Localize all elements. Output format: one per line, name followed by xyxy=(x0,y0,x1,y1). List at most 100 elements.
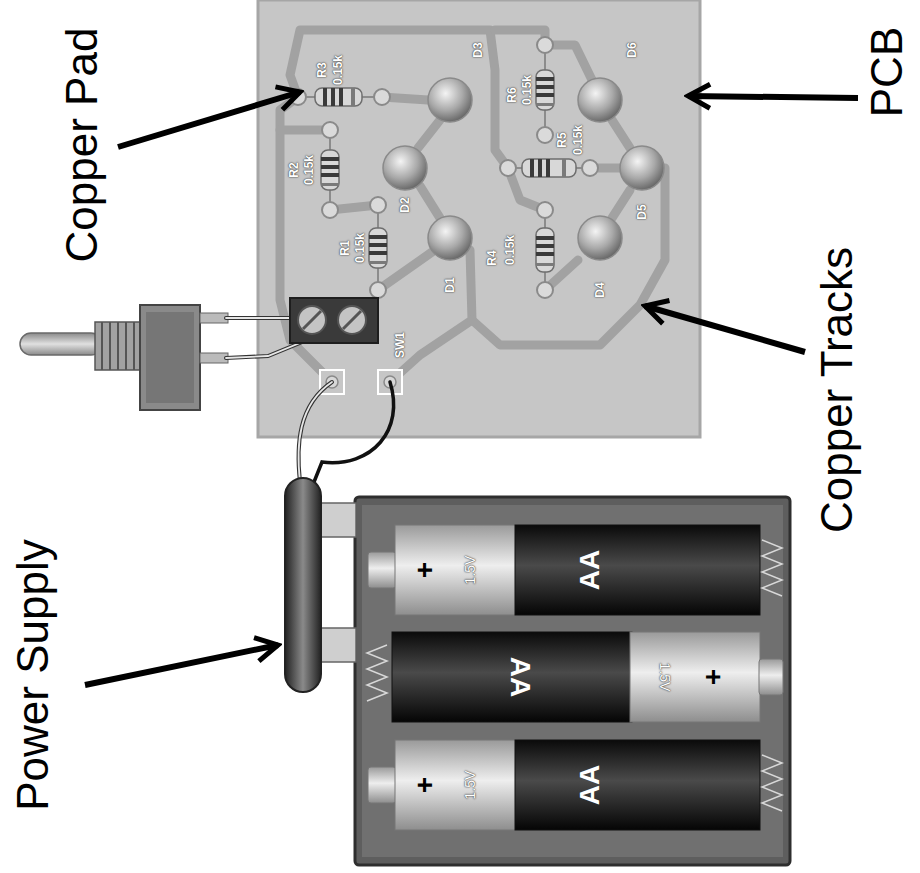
battery-wrap xyxy=(515,525,760,615)
copper-pad xyxy=(537,282,553,298)
copper-pad xyxy=(500,160,516,176)
leader-arrow xyxy=(85,645,278,685)
callout-arrows xyxy=(85,92,858,685)
resistor-band xyxy=(536,244,554,248)
thread-line xyxy=(109,322,111,370)
leader-arrow xyxy=(688,96,858,98)
silkscreen-label: R1 xyxy=(339,240,351,255)
copper-pads xyxy=(290,37,598,298)
resistor-symbol xyxy=(315,88,362,106)
battery-wrap xyxy=(395,525,517,615)
copper-track xyxy=(390,250,472,382)
resistor-band xyxy=(369,261,387,264)
switch-base-face xyxy=(146,312,194,403)
resistor-bands xyxy=(321,77,566,266)
copper-tracks xyxy=(280,30,665,382)
resistor-band xyxy=(321,183,339,186)
battery-label: 1.5V xyxy=(463,771,477,800)
copper-pad xyxy=(370,197,386,213)
switch-bushing xyxy=(95,322,140,370)
battery-cell xyxy=(367,632,783,722)
silkscreen-label: SW1 xyxy=(394,332,406,358)
silkscreen-label: D3 xyxy=(472,42,484,57)
battery-label: 1.5V xyxy=(658,663,672,692)
silkscreen-label: 0.15k xyxy=(504,235,516,265)
resistor-band xyxy=(536,236,554,240)
battery-label: + xyxy=(411,777,439,793)
battery-wrap xyxy=(630,632,760,722)
battery-label: AA xyxy=(576,550,604,590)
callout-label: Copper Pad xyxy=(60,28,104,263)
silkscreen-label: R6 xyxy=(506,87,518,102)
led-symbol xyxy=(620,146,664,190)
led-symbol xyxy=(428,78,472,122)
resistor-band xyxy=(321,173,339,177)
callout-label: Power Supply xyxy=(11,539,55,810)
wire xyxy=(299,382,332,482)
battery-cell xyxy=(368,740,782,830)
copper-track xyxy=(472,168,665,345)
resistor-band xyxy=(331,88,335,106)
resistor-band xyxy=(546,159,550,177)
copper-track xyxy=(612,120,630,148)
battery-wrap xyxy=(392,632,632,722)
battery-cell: AA1.5V+ xyxy=(365,632,780,722)
terminal-screw xyxy=(338,306,366,334)
resistor-leads xyxy=(298,45,590,290)
leader-arrow xyxy=(118,92,300,147)
silkscreen-label: R2 xyxy=(288,162,300,177)
battery-spring xyxy=(762,755,782,811)
wire xyxy=(314,382,394,482)
resistor-band xyxy=(562,159,566,177)
resistor-band xyxy=(530,159,534,177)
silkscreen-label: 0.15k xyxy=(572,125,584,155)
switch-base xyxy=(140,305,200,410)
battery-label: 1.5V xyxy=(463,556,477,585)
resistor-band xyxy=(369,243,387,247)
silkscreen-label: D6 xyxy=(626,42,638,57)
silkscreen-label: R5 xyxy=(556,132,568,147)
copper-pad xyxy=(322,122,338,138)
thread-line xyxy=(117,322,119,370)
battery-label: + xyxy=(699,669,727,685)
callout-label: Copper Tracks xyxy=(815,247,859,533)
resistor-symbol xyxy=(369,228,387,268)
led-symbol xyxy=(428,216,472,260)
battery-holder xyxy=(355,497,790,865)
resistor-band xyxy=(536,93,554,97)
leader-arrow xyxy=(645,306,805,352)
copper-track xyxy=(420,186,440,218)
resistor-band xyxy=(536,77,554,81)
resistor-band xyxy=(536,252,554,256)
battery-wrap xyxy=(395,740,517,830)
battery-terminal xyxy=(759,659,783,695)
silkscreen-label: D5 xyxy=(636,204,648,219)
silkscreen-label: R4 xyxy=(486,250,498,265)
switch-lever xyxy=(20,333,102,355)
resistor-band xyxy=(538,159,542,177)
resistor-band xyxy=(339,88,343,106)
battery-cell xyxy=(368,525,782,615)
screw-slot xyxy=(303,311,321,329)
snap-stud xyxy=(320,503,356,537)
copper-track xyxy=(418,120,440,148)
battery-terminal xyxy=(368,767,396,803)
battery-cell: +1.5VAA xyxy=(365,740,780,830)
screw-slot xyxy=(343,311,361,329)
terminal-screw xyxy=(298,306,326,334)
silkscreen-label: D1 xyxy=(444,277,456,292)
silkscreen-label: 0.15k xyxy=(521,75,533,105)
battery-spring xyxy=(367,645,387,701)
resistor-band xyxy=(369,251,387,255)
wire-core xyxy=(299,382,332,482)
copper-pad xyxy=(537,202,553,218)
resistor-band xyxy=(536,103,554,106)
battery-terminal xyxy=(368,552,396,588)
toggle-switch xyxy=(20,305,228,410)
resistor-bodies xyxy=(315,70,576,272)
copper-pad xyxy=(322,202,338,218)
silkscreen-label: D4 xyxy=(594,282,606,297)
led-symbol xyxy=(578,78,622,122)
resistor-symbol xyxy=(536,70,554,110)
